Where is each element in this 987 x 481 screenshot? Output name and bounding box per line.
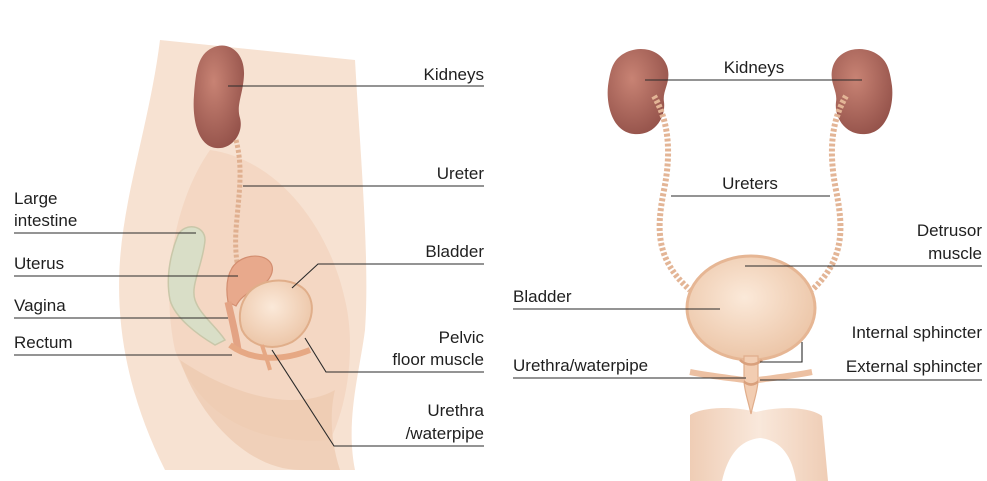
label-detrusor-2: muscle [928, 244, 982, 263]
label-kidneys-front: Kidneys [724, 58, 784, 77]
label-pelvic-floor-2: floor muscle [392, 350, 484, 369]
side-kidney-shape [194, 46, 244, 149]
label-rectum: Rectum [14, 333, 73, 352]
front-bladder-shape [687, 256, 815, 360]
label-vagina: Vagina [14, 296, 66, 315]
label-ureter: Ureter [437, 164, 485, 183]
front-pelvic-floor-right [758, 372, 812, 380]
front-pelvic-floor-left [690, 372, 744, 380]
label-bladder-front: Bladder [513, 287, 572, 306]
label-pelvic-floor-1: Pelvic [439, 328, 485, 347]
front-pelvis-silhouette [690, 408, 828, 481]
label-large-intestine-2: intestine [14, 211, 77, 230]
label-bladder-side: Bladder [425, 242, 484, 261]
label-urethra-front: Urethra/waterpipe [513, 356, 648, 375]
label-kidneys-side: Kidneys [424, 65, 484, 84]
front-kidney-right-shape [832, 49, 893, 134]
label-urethra-side-1: Urethra [427, 401, 484, 420]
label-large-intestine-1: Large [14, 189, 57, 208]
front-kidney-left-shape [608, 49, 669, 134]
label-external-sphincter: External sphincter [846, 357, 982, 376]
label-ureters: Ureters [722, 174, 778, 193]
front-ureter-left-shape [654, 96, 690, 290]
front-view-figure [608, 49, 893, 481]
label-internal-sphincter: Internal sphincter [852, 323, 983, 342]
side-view-figure [119, 40, 366, 470]
label-uterus: Uterus [14, 254, 64, 273]
front-ureter-right-shape [812, 96, 846, 290]
label-detrusor-1: Detrusor [917, 221, 983, 240]
label-urethra-side-2: /waterpipe [406, 424, 484, 443]
